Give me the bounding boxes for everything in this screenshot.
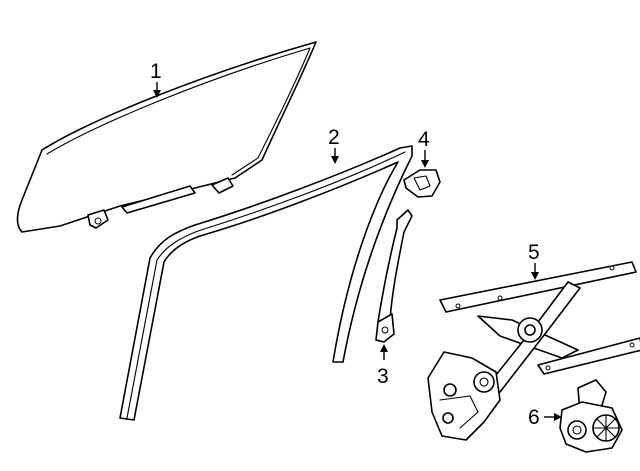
callout-3: 3: [377, 344, 389, 388]
callout-number: 3: [377, 365, 389, 388]
division-bar: [375, 209, 413, 343]
callout-number: 4: [418, 128, 430, 151]
callout-number: 1: [150, 60, 162, 83]
callout-2: 2: [328, 126, 340, 164]
window-regulator: [427, 261, 640, 441]
callout-1: 1: [150, 60, 162, 98]
corner-bracket: [403, 169, 441, 198]
callout-5: 5: [528, 241, 540, 280]
callout-4: 4: [418, 128, 430, 168]
regulator-motor: [559, 379, 623, 453]
callout-6: 6: [528, 406, 562, 429]
glass-run-channel: [119, 145, 413, 421]
callout-number: 5: [528, 241, 540, 264]
callout-number: 2: [328, 126, 340, 149]
callout-number: 6: [528, 406, 540, 429]
door-glass: [16, 41, 317, 233]
